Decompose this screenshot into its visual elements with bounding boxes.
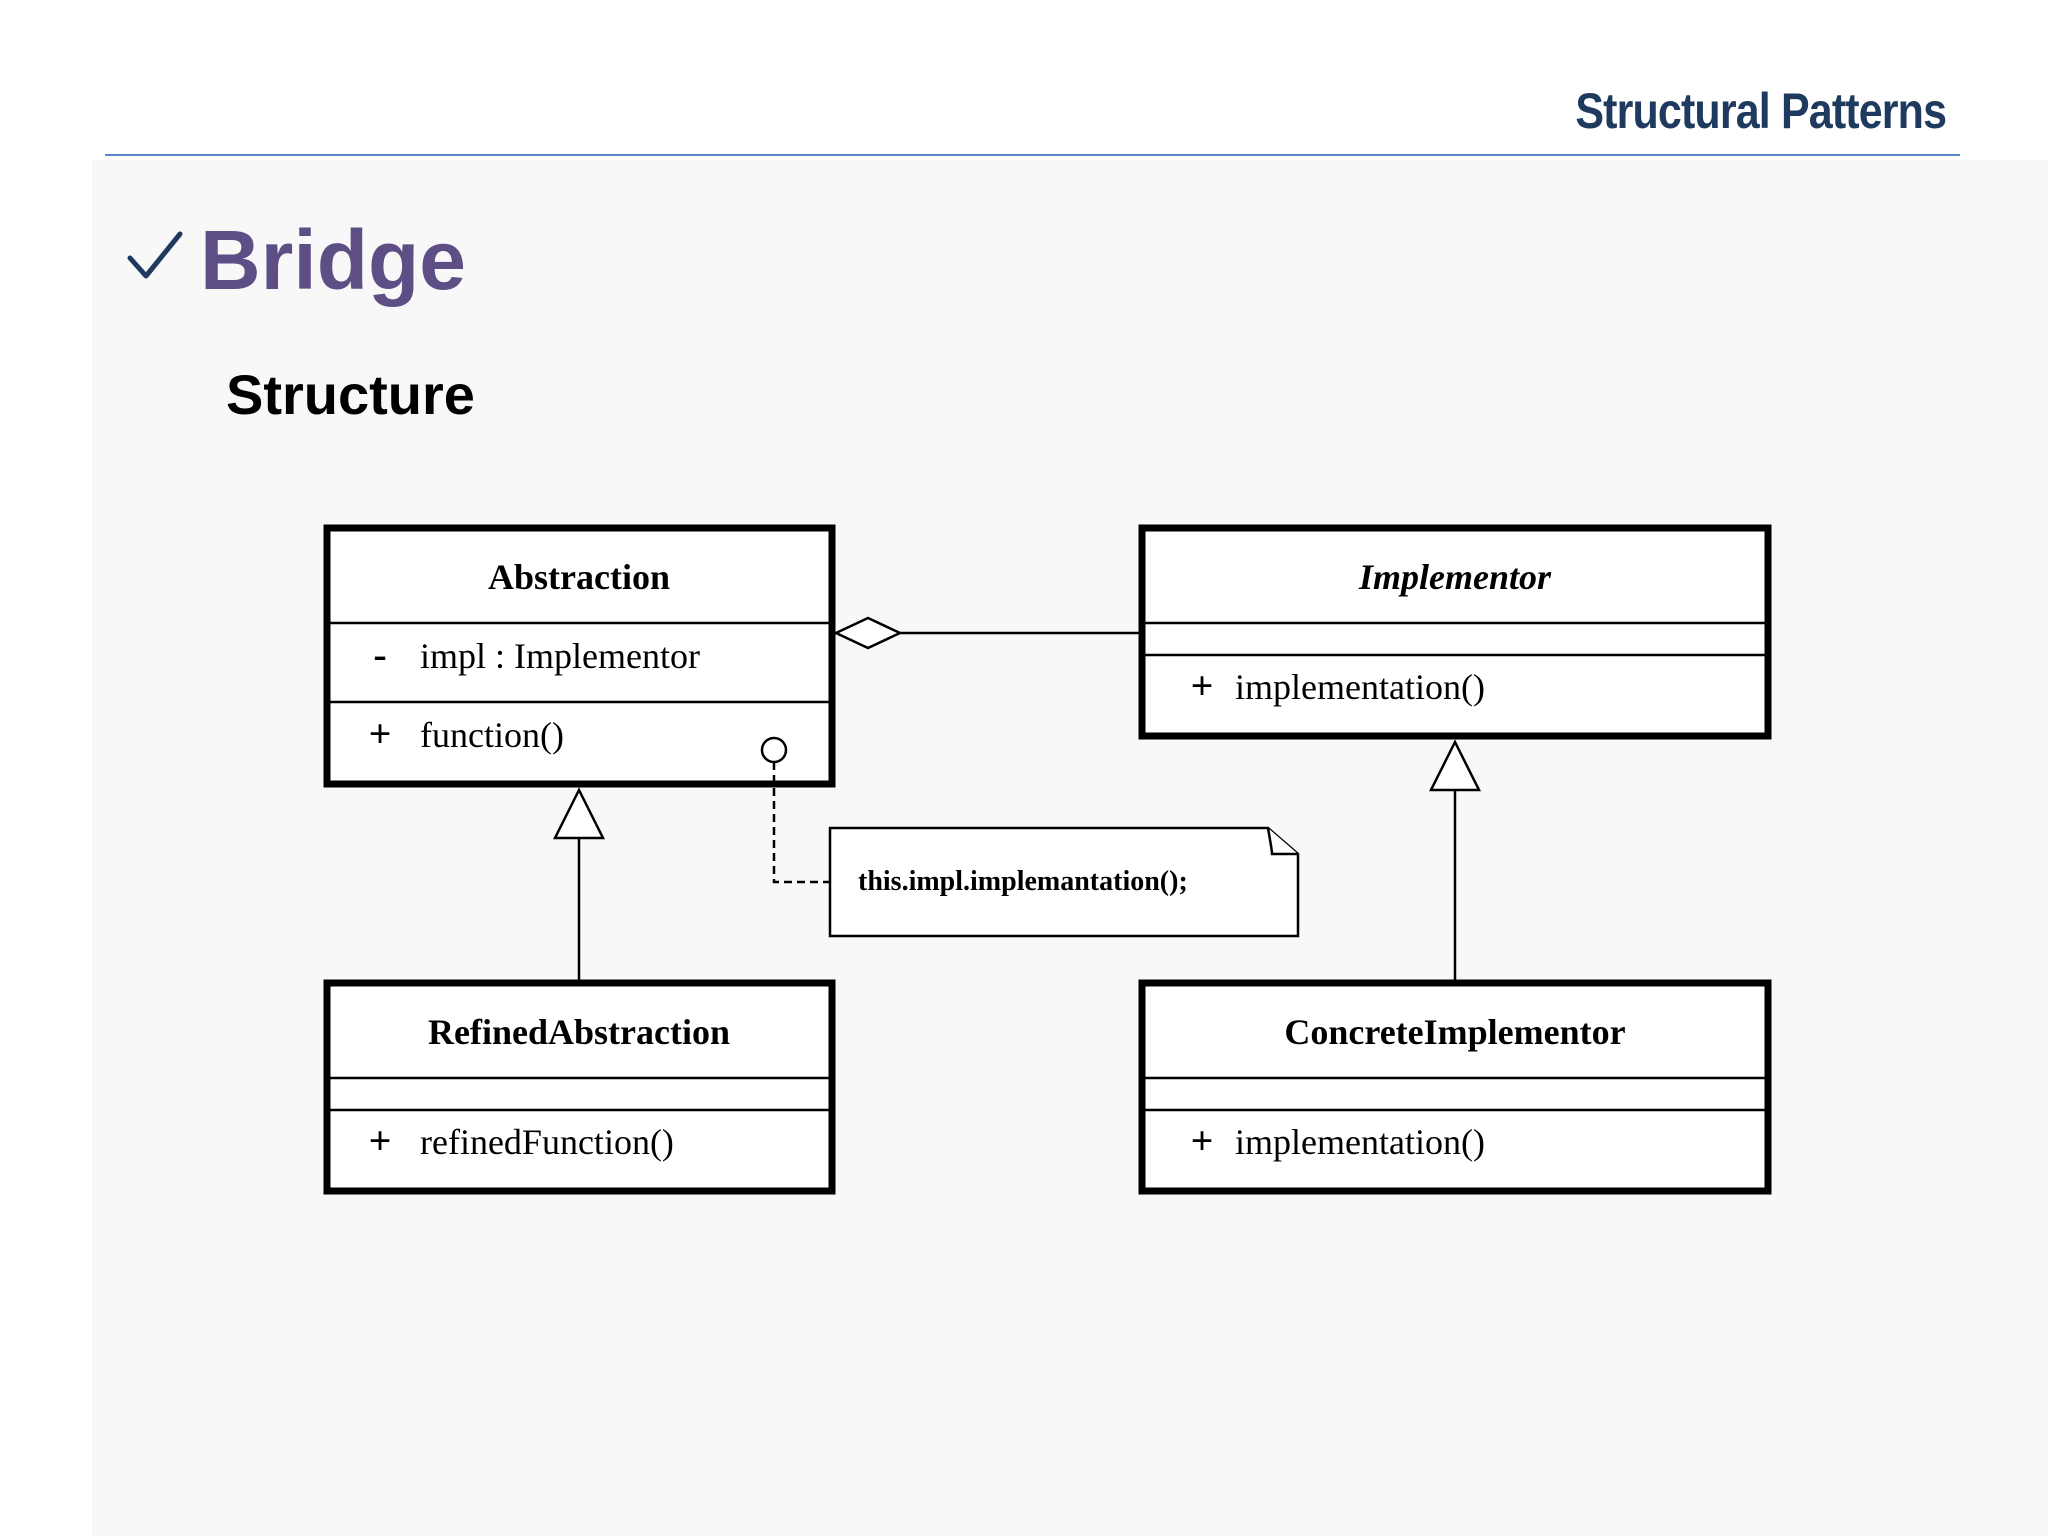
class-implementor: Implementor + implementation() bbox=[1138, 524, 1772, 740]
class-concrete-implementor: ConcreteImplementor + implementation() bbox=[1138, 979, 1772, 1195]
header-title: Structural Patterns bbox=[1575, 83, 1947, 139]
attribute-impl: impl : Implementor bbox=[420, 636, 700, 676]
class-name-concrete-implementor: ConcreteImplementor bbox=[1284, 1012, 1625, 1052]
operation-implementation: implementation() bbox=[1235, 1122, 1485, 1162]
generalization-concrete-to-implementor bbox=[1428, 739, 1482, 983]
note-anchor-circle bbox=[760, 736, 788, 764]
slide-title: Bridge bbox=[200, 213, 467, 307]
class-name-refined-abstraction: RefinedAbstraction bbox=[428, 1012, 730, 1052]
class-refined-abstraction: RefinedAbstraction + refinedFunction() bbox=[323, 979, 836, 1195]
checkmark-icon bbox=[127, 231, 183, 279]
operation-refined-function: refinedFunction() bbox=[420, 1122, 674, 1162]
header-divider bbox=[105, 154, 1960, 156]
note-anchor-line bbox=[772, 762, 830, 884]
uml-class-diagram: Abstraction - impl : Implementor + funct… bbox=[323, 524, 1772, 1195]
section-title: Structure bbox=[226, 363, 475, 426]
inheritance-triangle bbox=[552, 787, 606, 840]
operation-visibility: + bbox=[369, 1118, 392, 1163]
attribute-visibility: - bbox=[373, 632, 386, 677]
note-text: this.impl.implemantation(); bbox=[858, 866, 1188, 897]
class-name-abstraction: Abstraction bbox=[488, 557, 670, 597]
operation-visibility: + bbox=[1191, 663, 1214, 708]
generalization-refined-to-abstraction bbox=[552, 787, 606, 983]
operation-implementation: implementation() bbox=[1235, 667, 1485, 707]
aggregation-relation bbox=[833, 616, 1142, 650]
class-abstraction: Abstraction - impl : Implementor + funct… bbox=[323, 524, 836, 788]
aggregation-diamond bbox=[833, 616, 903, 650]
note: this.impl.implemantation(); bbox=[828, 826, 1300, 938]
operation-function: function() bbox=[420, 715, 564, 755]
operation-visibility: + bbox=[1191, 1118, 1214, 1163]
class-name-implementor: Implementor bbox=[1358, 557, 1552, 597]
operation-visibility: + bbox=[369, 711, 392, 756]
note-fold-corner bbox=[1266, 827, 1298, 856]
inheritance-triangle bbox=[1428, 739, 1482, 792]
